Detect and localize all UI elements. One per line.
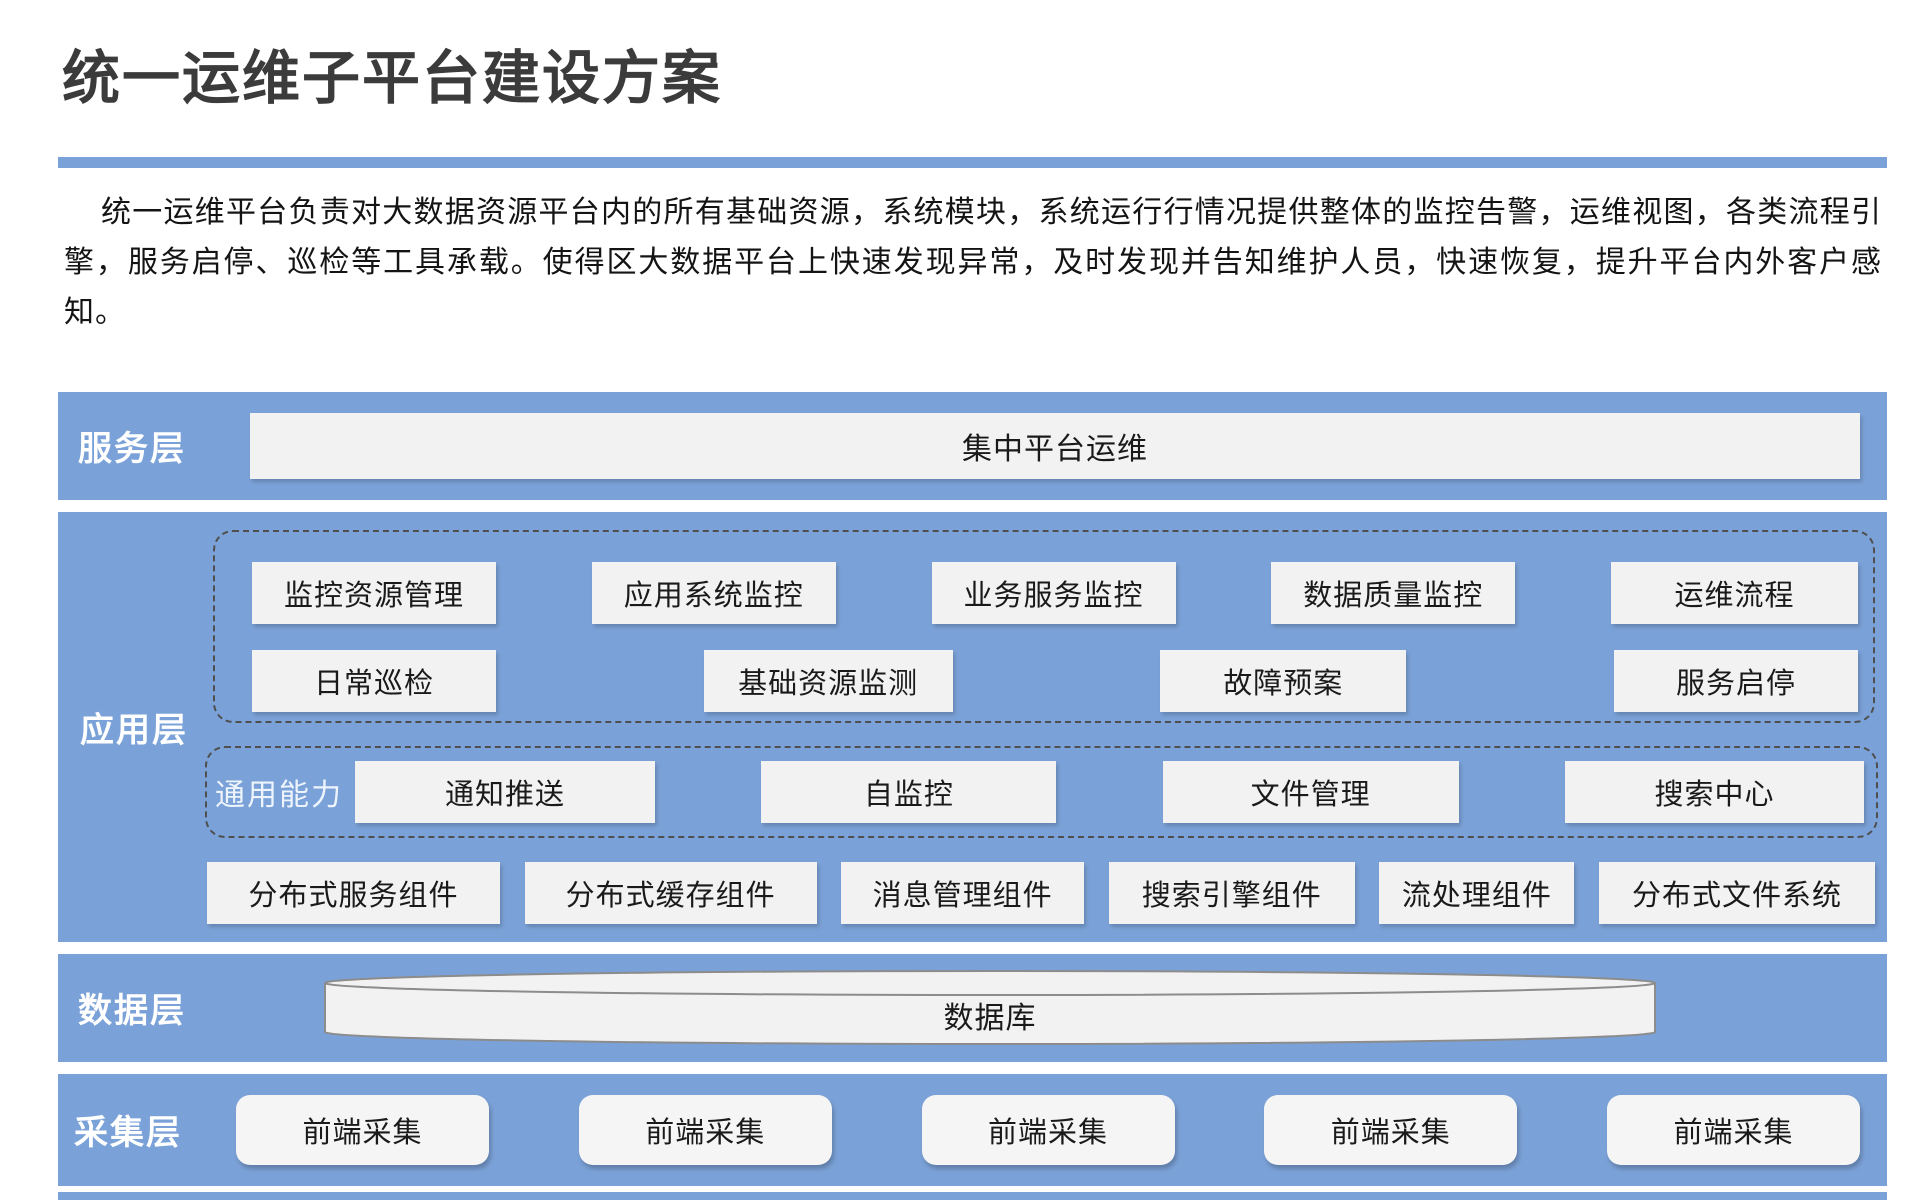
app-module-box: 运维流程 <box>1611 561 1858 624</box>
data-layer-band: 数据层 数据库 <box>58 953 1887 1062</box>
app-module-box: 监控资源管理 <box>252 561 496 624</box>
collection-row: 前端采集 前端采集 前端采集 前端采集 前端采集 <box>236 1094 1887 1165</box>
common-capabilities-dashed-group: 通用能力 通知推送 自监控 文件管理 搜索中心 <box>205 745 1878 838</box>
component-box: 消息管理组件 <box>841 861 1085 924</box>
common-capabilities-row: 通知推送 自监控 文件管理 搜索中心 <box>355 760 1864 823</box>
intro-paragraph: 统一运维平台负责对大数据资源平台内的所有基础资源，系统模块，系统运行行情况提供整… <box>64 195 1882 329</box>
database-cylinder-shape <box>324 969 1656 1045</box>
app-module-box: 应用系统监控 <box>591 561 836 624</box>
frontend-collect-box: 前端采集 <box>1264 1094 1518 1165</box>
data-layer-label: 数据层 <box>78 992 186 1031</box>
monitor-modules-row-1: 监控资源管理 应用系统监控 业务服务监控 数据质量监控 运维流程 <box>252 561 1858 624</box>
common-capability-box: 搜索中心 <box>1564 760 1864 823</box>
component-box: 分布式服务组件 <box>207 861 500 924</box>
common-capability-box: 通知推送 <box>355 760 655 823</box>
monitor-modules-dashed-group: 监控资源管理 应用系统监控 业务服务监控 数据质量监控 运维流程 日常巡检 基础… <box>213 529 1875 723</box>
app-module-box: 业务服务监控 <box>931 561 1176 624</box>
database-label: 数据库 <box>943 1001 1037 1035</box>
frontend-collect-box: 前端采集 <box>578 1094 832 1165</box>
component-box: 流处理组件 <box>1379 861 1575 924</box>
database-cylinder: 数据库 <box>322 969 1658 1047</box>
collection-layer-label: 采集层 <box>74 1114 182 1153</box>
app-module-box: 日常巡检 <box>252 649 496 712</box>
application-layer-band: 应用层 监控资源管理 应用系统监控 业务服务监控 数据质量监控 运维流程 日常巡… <box>58 511 1887 942</box>
bottom-cropped-band <box>58 1191 1887 1200</box>
architecture-diagram: 服务层 集中平台运维 应用层 监控资源管理 应用系统监控 业务服务监控 数据质量… <box>58 391 1887 1186</box>
service-layer-label: 服务层 <box>78 430 186 469</box>
application-layer-label: 应用层 <box>80 711 188 750</box>
app-module-box: 服务启停 <box>1613 649 1858 712</box>
component-box: 搜索引擎组件 <box>1108 861 1355 924</box>
monitor-modules-row-2: 日常巡检 基础资源监测 故障预案 服务启停 <box>252 649 1858 712</box>
app-module-box: 基础资源监测 <box>703 649 953 712</box>
title-underline-rule <box>58 156 1887 168</box>
service-box-centralized-platform-ops: 集中平台运维 <box>250 412 1860 479</box>
collection-layer-band: 采集层 前端采集 前端采集 前端采集 前端采集 前端采集 <box>58 1073 1887 1186</box>
component-box: 分布式文件系统 <box>1598 861 1875 924</box>
frontend-collect-box: 前端采集 <box>921 1094 1175 1165</box>
component-box: 分布式缓存组件 <box>524 861 817 924</box>
frontend-collect-box: 前端采集 <box>236 1094 489 1165</box>
common-capability-box: 文件管理 <box>1162 760 1459 823</box>
page-title: 统一运维子平台建设方案 <box>62 46 723 111</box>
app-module-box: 数据质量监控 <box>1271 561 1516 624</box>
common-capability-box: 自监控 <box>761 760 1057 823</box>
service-layer-band: 服务层 集中平台运维 <box>58 391 1887 500</box>
frontend-collect-box: 前端采集 <box>1607 1094 1860 1165</box>
common-capabilities-label: 通用能力 <box>215 778 343 812</box>
app-module-box: 故障预案 <box>1160 649 1407 712</box>
components-row: 分布式服务组件 分布式缓存组件 消息管理组件 搜索引擎组件 流处理组件 分布式文… <box>207 861 1875 924</box>
